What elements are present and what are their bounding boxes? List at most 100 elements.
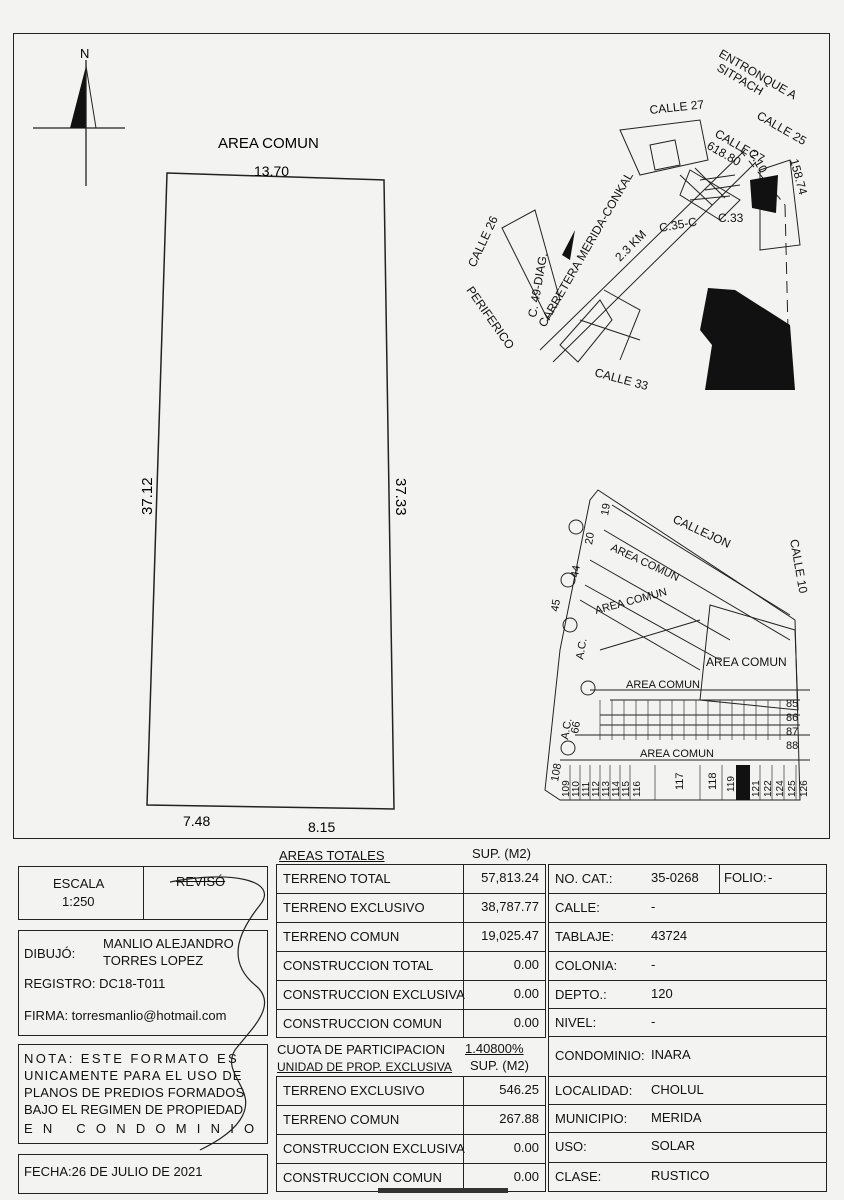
areas-row-divider: [276, 893, 546, 894]
catastro-row-divider: [548, 1036, 827, 1037]
catastro-row-divider: [548, 980, 827, 981]
lot-label-121: 121: [751, 780, 762, 797]
lot-label-66: 66: [569, 720, 583, 734]
north-label: N: [80, 46, 89, 61]
nota-line-1: NOTA: ESTE FORMATO ES: [24, 1051, 240, 1066]
dimension-top: 13.70: [254, 163, 289, 179]
lot-label-126: 126: [799, 780, 810, 797]
lot-label-125: 125: [787, 780, 798, 797]
folio-value: -: [768, 870, 773, 885]
lot-label-112: 112: [591, 781, 602, 797]
lot-label-113: 113: [601, 781, 612, 797]
lot-label-109: 109: [561, 780, 572, 797]
areas-row-divider: [276, 922, 546, 923]
escala-divider: [143, 866, 144, 920]
catastro-calle-label: CALLE:: [555, 900, 600, 915]
area-comun-top-label: AREA COMUN: [218, 135, 319, 152]
catastro-row-divider: [548, 1132, 827, 1133]
lot-label-119: 119: [726, 776, 737, 792]
reviso-label: REVISÓ: [176, 874, 226, 889]
unit-row-label: CONSTRUCCION EXCLUSIVA: [283, 1141, 465, 1156]
areas-row-label: CONSTRUCCION TOTAL: [283, 958, 434, 973]
lot-label-85: 85: [786, 698, 798, 710]
dimension-bottom-right: 8.15: [308, 819, 335, 835]
catastro-nivel-label: NIVEL:: [555, 1015, 597, 1030]
nota-line-4: BAJO EL REGIMEN DE PROPIEDAD: [24, 1102, 244, 1117]
catastro-table: [548, 864, 827, 1192]
lot-label-44: 44: [569, 564, 583, 578]
unit-row-value: 546.25: [499, 1082, 539, 1097]
catastro-row-divider: [548, 893, 827, 894]
loc-periferico: PERIFERICO: [464, 284, 518, 352]
nota-line-2: UNICAMENTE PARA EL USO DE: [24, 1068, 243, 1083]
unit-row-divider: [276, 1134, 546, 1135]
dimension-left: 37.12: [139, 477, 156, 515]
areas-row-label: CONSTRUCCION COMUN: [283, 1016, 442, 1031]
site-plan-lot-lines: [569, 700, 797, 800]
catastro-depto-label: DEPTO.:: [555, 987, 607, 1002]
registro-text: REGISTRO: DC18-T011: [24, 976, 166, 991]
unit-row-label: CONSTRUCCION COMUN: [283, 1170, 442, 1185]
areas-sup-header: SUP. (M2): [472, 846, 531, 861]
unit-row-divider: [276, 1163, 546, 1164]
unit-col-divider: [463, 1076, 464, 1192]
lot-label-110: 110: [571, 781, 582, 797]
north-arrow-icon: [33, 60, 125, 186]
areas-row-divider: [276, 980, 546, 981]
loc-calle-25: CALLE 25: [755, 108, 810, 148]
lot-label-122: 122: [763, 780, 774, 797]
nota-line-3: PLANOS DE PREDIOS FORMADOS: [24, 1085, 245, 1100]
areas-row-value: 0.00: [513, 957, 539, 972]
dibujo-name-2: TORRES LOPEZ: [103, 953, 204, 968]
lot-label-20: 20: [583, 531, 597, 545]
unit-row-divider: [276, 1105, 546, 1106]
site-plan: [544, 489, 810, 801]
lot-label-108: 108: [549, 762, 564, 782]
loc-c35c: C.35-C: [658, 215, 698, 235]
areas-row-divider: [276, 1009, 546, 1010]
drawing-frame: [13, 33, 830, 839]
catastro-clase-label: CLASE:: [555, 1169, 602, 1184]
loc-calle-27-top: CALLE 27: [649, 97, 705, 117]
loc-c33: C.33: [718, 211, 744, 225]
catastro-row-divider: [548, 1162, 827, 1163]
cuota-value: 1.40800%: [465, 1041, 524, 1056]
areas-title: AREAS TOTALES: [279, 848, 385, 863]
catastro-row-divider: [548, 1008, 827, 1009]
lot-label-118: 118: [707, 772, 719, 790]
areas-row-label: TERRENO COMUN: [283, 929, 400, 944]
catastro-row-divider: [548, 1076, 827, 1077]
catastro-calle-value: -: [651, 899, 656, 914]
catastro-clase-value: RUSTICO: [651, 1168, 710, 1183]
catastro-condominio-value: INARA: [651, 1047, 691, 1062]
cuota-label: CUOTA DE PARTICIPACION: [277, 1042, 446, 1057]
lot-label-116: 116: [632, 781, 643, 797]
catastro-municipio-value: MERIDA: [651, 1110, 702, 1125]
areas-row-value: 0.00: [513, 1015, 539, 1030]
escala-label: ESCALA: [53, 876, 105, 891]
catastro-uso-value: SOLAR: [651, 1138, 696, 1153]
catastro-tablaje-label: TABLAJE:: [555, 929, 615, 944]
catastro-colonia-value: -: [651, 957, 656, 972]
catastro-no-cat-value: 35-0268: [651, 870, 699, 885]
unidad-label: UNIDAD DE PROP. EXCLUSIVA: [277, 1060, 452, 1074]
folio-label: FOLIO:: [724, 870, 767, 885]
loc-calle-26: CALLE 26: [465, 213, 501, 269]
areas-row-value: 38,787.77: [481, 899, 539, 914]
site-ac-2: A.C.: [559, 717, 575, 740]
lot-label-19: 19: [599, 502, 613, 516]
areas-row-label: TERRENO EXCLUSIVO: [283, 900, 425, 915]
catastro-row-divider: [548, 1104, 827, 1105]
areas-row-value: 0.00: [513, 986, 539, 1001]
lot-label-111: 111: [581, 781, 592, 797]
loc-km: 2.3 KM: [612, 227, 649, 264]
catastro-colonia-label: COLONIA:: [555, 958, 618, 973]
dimension-right: 37.33: [392, 478, 409, 516]
areas-row-value: 19,025.47: [481, 928, 539, 943]
plan-drawing: N AREA COMUN 13.70 37.12 37.33 7.48 8.15…: [33, 46, 810, 835]
catastro-condominio-label: CONDOMINIO:: [555, 1048, 645, 1063]
catastro-no-cat-label: NO. CAT.:: [555, 871, 613, 886]
lot-label-114: 114: [611, 781, 622, 797]
dibujo-label: DIBUJÓ:: [24, 946, 76, 961]
site-area-comun-1: AREA COMUN: [609, 542, 681, 584]
